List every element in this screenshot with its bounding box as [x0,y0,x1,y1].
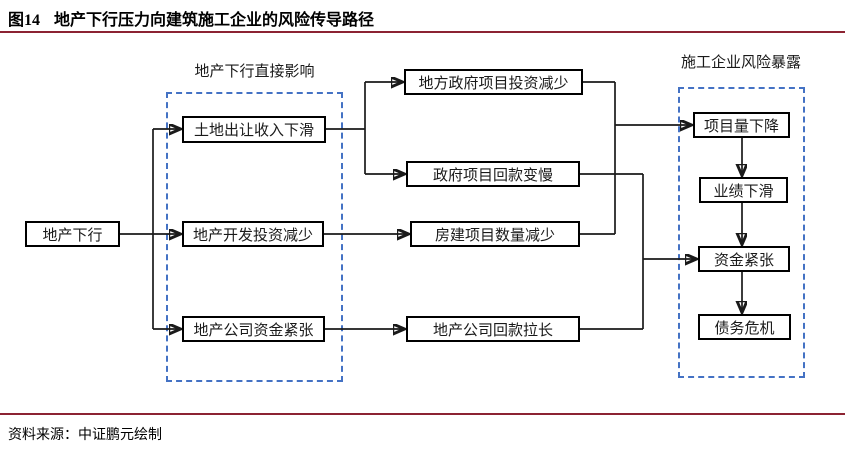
node-gov-project-payment-slowdown: 政府项目回款变慢 [406,161,580,187]
node-project-volume-decline: 项目量下降 [693,112,790,138]
node-performance-decline: 业绩下滑 [699,177,788,203]
direct-impact-group-frame [166,92,343,382]
node-local-gov-project-investment-decrease: 地方政府项目投资减少 [404,69,583,95]
node-development-investment-decrease: 地产开发投资减少 [182,221,324,247]
top-divider [0,31,845,33]
risk-exposure-group-label: 施工企业风险暴露 [680,54,801,71]
node-land-sale-revenue-decline: 土地出让收入下滑 [182,116,326,143]
node-developer-funding-tight: 地产公司资金紧张 [182,316,325,342]
figure-label: 图14 [8,12,41,29]
direct-impact-group-label: 地产下行直接影响 [194,63,315,80]
node-developer-payment-lengthened: 地产公司回款拉长 [406,316,580,342]
node-funding-tight: 资金紧张 [698,246,790,272]
node-start: 地产下行 [25,221,120,247]
node-debt-crisis: 债务危机 [698,314,791,340]
source-note: 资料来源：中证鹏元绘制 [8,428,162,443]
figure-title-text: 地产下行压力向建筑施工企业的风险传导路径 [54,12,375,29]
node-housing-project-count-decrease: 房建项目数量减少 [410,221,580,247]
risk-exposure-group-frame [678,87,805,378]
figure-title: 图14 地产下行压力向建筑施工企业的风险传导路径 [8,6,374,30]
bottom-divider [0,413,845,415]
